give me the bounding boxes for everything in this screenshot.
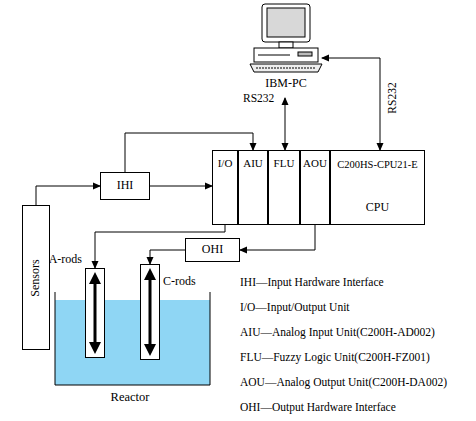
signal-label: RS232 <box>386 82 399 113</box>
node-label: C-rods <box>163 275 196 288</box>
plc-module: AOU <box>300 150 330 225</box>
reactor-vessel <box>55 292 210 385</box>
rod-arrow <box>89 268 156 356</box>
connector <box>150 250 185 264</box>
connector <box>240 225 315 250</box>
reactor-node: Reactor <box>95 391 165 409</box>
node-label: I/O <box>218 157 233 169</box>
cpu-module: C200HS-CPU21-E CPU <box>330 150 425 225</box>
reactor-liquid <box>55 300 210 385</box>
connector <box>285 98 286 150</box>
plc-module: I/O <box>212 150 238 225</box>
node-label: Sensors <box>29 259 42 296</box>
legend-note: OHI—Output Hardware Interface <box>240 401 396 414</box>
legend-note: AOU—Analog Output Unit(C200H-DA002) <box>240 376 447 389</box>
node-label: AOU <box>303 157 327 169</box>
interface-box: OHI <box>185 238 240 262</box>
node-label: A-rods <box>49 253 82 266</box>
computer-icon <box>250 4 322 72</box>
rod-body <box>140 264 160 360</box>
control-rod: C-rods <box>140 264 160 360</box>
legend-note: I/O—Input/Output Unit <box>240 301 350 314</box>
node-label: Reactor <box>111 391 150 405</box>
control-rod: A-rods <box>85 268 105 358</box>
node-label: FLU <box>274 157 295 169</box>
interface-box: IHI <box>100 172 150 200</box>
legend-note: AIU—Analog Input Unit(C200H-AD002) <box>240 326 435 339</box>
node-label: AIU <box>243 157 263 169</box>
connector <box>322 58 380 150</box>
connector <box>36 186 100 205</box>
connector <box>150 186 212 187</box>
legend-note: FLU—Fuzzy Logic Unit(C200H-FZ001) <box>240 351 430 364</box>
signal-label: RS232 <box>243 92 274 105</box>
plc-module: FLU <box>268 150 300 225</box>
computer-node: IBM-PC <box>250 2 322 98</box>
node-label: CPU <box>366 201 389 214</box>
node-label: C200HS-CPU21-E <box>337 159 418 171</box>
node-label: OHI <box>202 243 223 256</box>
plc-module: AIU <box>238 150 268 225</box>
legend-note: IHI—Input Hardware Interface <box>240 276 384 289</box>
sensor-box: Sensors <box>22 205 50 350</box>
rod-body <box>85 268 105 358</box>
node-label: IBM-PC <box>265 77 306 90</box>
node-label: IHI <box>117 179 134 192</box>
